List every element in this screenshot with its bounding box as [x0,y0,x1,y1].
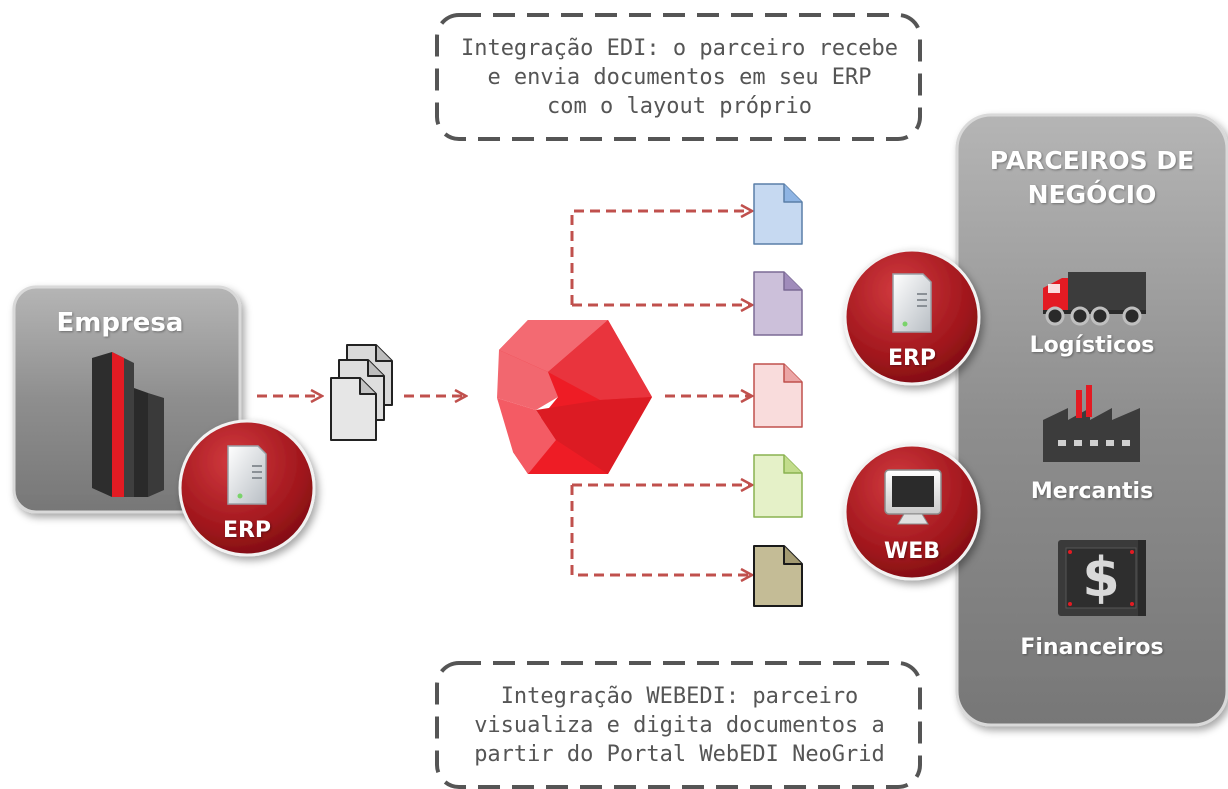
doc-green-icon [753,454,803,518]
partner-web-label: WEB [883,539,941,564]
dollar-sign-icon: $ [1082,546,1120,609]
empresa-erp-badge [178,419,316,557]
factory-icon [1043,385,1140,462]
partner-item-mercantis: Mercantis [1030,479,1154,504]
truck-icon [1043,272,1146,326]
empresa-erp-label: ERP [222,518,272,543]
doc-tan-icon [753,545,803,607]
partner-web-badge [843,443,981,581]
edi-note-box [435,13,922,141]
partner-erp-label: ERP [887,346,937,371]
flow-arrows [257,211,752,575]
webedi-note-text: Integração WEBEDI: parceiro visualiza e … [474,684,885,767]
doc-purple-icon [753,271,803,336]
doc-pink-icon [753,363,803,428]
partner-erp-badge [843,248,981,386]
safe-dollar-icon [1058,540,1146,616]
building-icon [92,352,164,497]
server-icon [227,445,267,505]
partner-item-logisticos: Logísticos [1029,333,1155,358]
edi-note-text: Integração EDI: o parceiro recebe e envi… [460,36,899,119]
neogrid-hub-logo [497,320,652,474]
webedi-note-box [435,661,922,789]
server-icon [892,273,932,333]
parceiros-title-line2: NEGÓCIO [1027,180,1157,209]
arrow-hub-to-doc-blue [570,211,752,305]
doc-blue-icon [753,183,803,245]
empresa-title: Empresa [56,308,184,338]
arrow-hub-to-doc-tan [570,485,752,575]
document-stack-icon [330,344,393,441]
partner-item-financeiros: Financeiros [1020,635,1164,660]
parceiros-title-line1: PARCEIROS DE [989,146,1195,175]
monitor-icon [884,469,942,525]
